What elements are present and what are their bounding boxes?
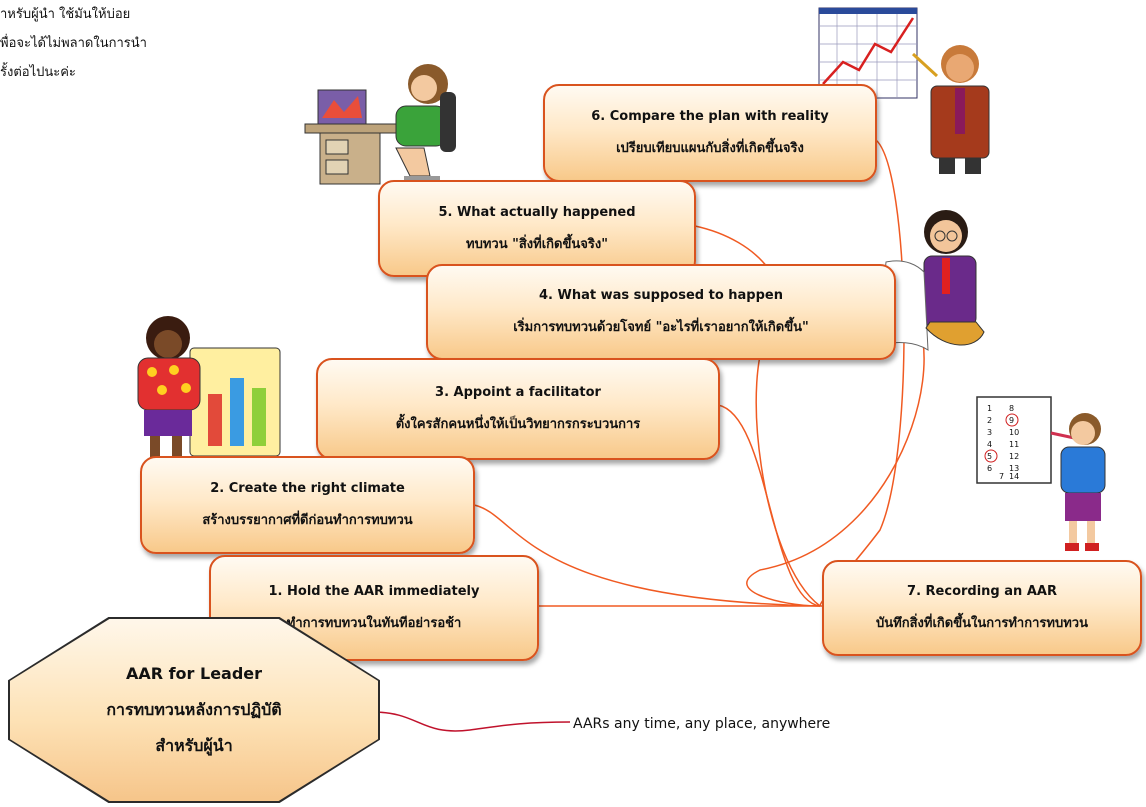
- cal-num: 9: [1009, 416, 1014, 425]
- note-line-3: รั้งต่อไปนะค่ะ: [0, 65, 76, 80]
- step-3-node[interactable]: 3. Appoint a facilitator ตั้งใครสักคนหนึ…: [316, 358, 720, 460]
- board-presenter-clipart: [137, 316, 281, 458]
- cal-num: 3: [987, 428, 992, 437]
- step-5-node[interactable]: 5. What actually happened ทบทวน "สิ่งที่…: [378, 180, 696, 277]
- cal-num: 1: [987, 404, 992, 413]
- step-7-thai: บันทึกสิ่งที่เกิดขึ้นในการทำการทบทวน: [876, 616, 1088, 631]
- link-center-to-tagline: [371, 711, 571, 732]
- step-1-node[interactable]: 1. Hold the AAR immediately ทำการทบทวนใน…: [209, 555, 539, 661]
- step-6-thai: เปรียบเทียบแผนกับสิ่งที่เกิดขึ้นจริง: [616, 141, 804, 156]
- link-step2-to-step7: [473, 504, 821, 607]
- cal-num: 13: [1009, 464, 1019, 473]
- step-7-node[interactable]: 7. Recording an AAR บันทึกสิ่งที่เกิดขึ้…: [822, 560, 1142, 656]
- tagline: AARs any time, any place, anywhere: [573, 716, 831, 732]
- step-7-title: 7. Recording an AAR: [907, 584, 1057, 599]
- step-2-node[interactable]: 2. Create the right climate สร้างบรรยากา…: [140, 456, 475, 554]
- step-3-title: 3. Appoint a facilitator: [435, 385, 601, 400]
- step-1-thai: ทำการทบทวนในทันทีอย่ารอช้า: [286, 616, 462, 631]
- step-5-title: 5. What actually happened: [438, 204, 636, 220]
- office-worker-clipart: [304, 64, 456, 185]
- presenter-chart-clipart: [818, 7, 990, 174]
- center-title: AAR for Leader: [125, 664, 263, 683]
- step-4-thai: เริ่มการทบทวนด้วยโจทย์ "อะไรที่เราอยากให…: [513, 320, 809, 335]
- step-6-title: 6. Compare the plan with reality: [591, 109, 829, 124]
- cal-num: 8: [1009, 404, 1014, 413]
- cal-num: 6: [987, 464, 992, 473]
- step-5-thai: ทบทวน "สิ่งที่เกิดขึ้นจริง": [466, 236, 608, 252]
- step-2-thai: สร้างบรรยากาศที่ดีก่อนทำการทบทวน: [202, 513, 413, 528]
- cal-num: 10: [1009, 428, 1019, 437]
- step-2-title: 2. Create the right climate: [210, 481, 405, 496]
- cal-num: 7: [999, 472, 1004, 481]
- cal-num: 2: [987, 416, 992, 425]
- center-thai-line-2: สำหรับผู้นำ: [155, 736, 233, 755]
- cal-num: 4: [987, 440, 992, 449]
- note-line-1: ำหรับผู้นำ ใช้มันให้บ่อย: [0, 7, 131, 22]
- cal-num: 12: [1009, 452, 1019, 461]
- step-4-node[interactable]: 4. What was supposed to happen เริ่มการท…: [426, 264, 896, 360]
- calendar-presenter-clipart: 1 2 3 4 5 6 7 8 9 10 11 12 13 14: [976, 396, 1106, 551]
- cal-num: 14: [1009, 472, 1019, 481]
- instruction-note: ำหรับผู้นำ ใช้มันให้บ่อย พื่อจะได้ไม่พลา…: [0, 0, 230, 87]
- cal-num: 11: [1009, 440, 1019, 449]
- center-node[interactable]: AAR for Leader การทบทวนหลังการปฏิบัติ สำ…: [10, 619, 378, 801]
- cal-num: 5: [987, 452, 992, 461]
- step-3-thai: ตั้งใครสักคนหนึ่งให้เป็นวิทยากรกระบวนการ: [395, 417, 641, 432]
- step-1-title: 1. Hold the AAR immediately: [268, 584, 480, 599]
- note-line-2: พื่อจะได้ไม่พลาดในการนำ: [0, 36, 147, 51]
- center-thai-line-1: การทบทวนหลังการปฏิบัติ: [106, 700, 282, 719]
- step-6-node[interactable]: 6. Compare the plan with reality เปรียบเ…: [543, 84, 877, 182]
- step-4-title: 4. What was supposed to happen: [539, 288, 783, 303]
